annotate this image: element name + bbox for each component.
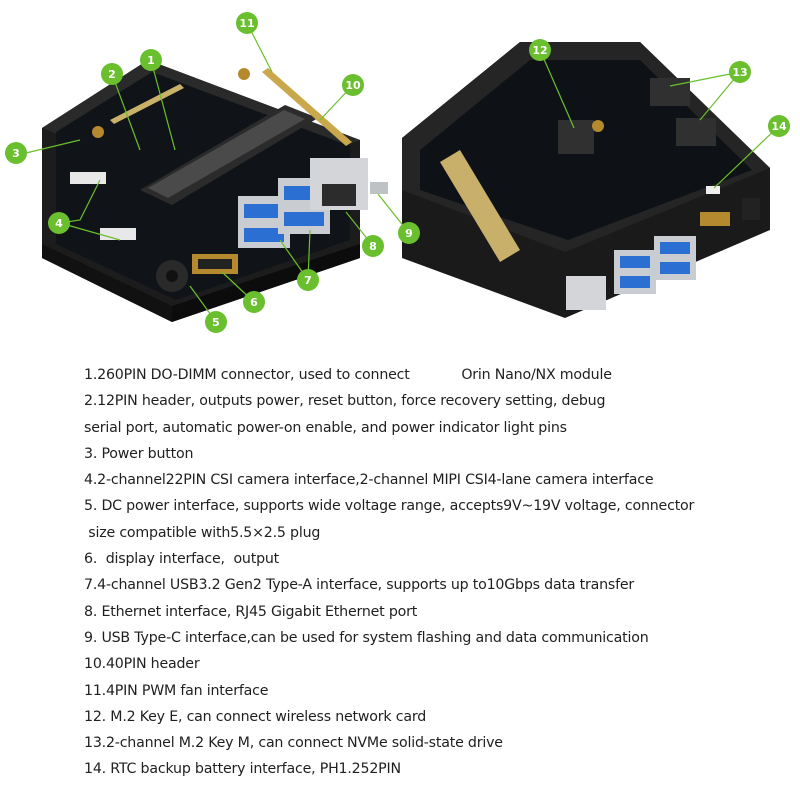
callout-5: 5 xyxy=(205,311,227,333)
callout-13: 13 xyxy=(729,61,751,83)
callout-11: 11 xyxy=(236,12,258,34)
spec-line-11: 11.4PIN PWM fan interface xyxy=(84,682,269,699)
spec-line-6: 6. display interface, output xyxy=(84,551,280,568)
svg-text:7: 7 xyxy=(304,274,312,287)
callout-12: 12 xyxy=(529,39,551,61)
svg-text:14: 14 xyxy=(771,120,787,133)
spec-line-13: 13.2-channel M.2 Key M, can connect NVMe… xyxy=(84,735,503,752)
spec-line-9: 9. USB Type-C interface,can be used for … xyxy=(84,629,649,646)
spec-line-4: 4.2-channel22PIN CSI camera interface,2-… xyxy=(84,472,654,489)
callout-14: 14 xyxy=(768,115,790,137)
callout-9: 9 xyxy=(398,222,420,244)
spec-line-1: 1.260PIN DO-DIMM connector, used to conn… xyxy=(84,367,612,383)
svg-text:11: 11 xyxy=(239,17,254,30)
spec-line-5: 5. DC power interface, supports wide vol… xyxy=(84,498,695,515)
spec-line-3: 3. Power button xyxy=(84,445,194,462)
callout-1: 1 xyxy=(140,49,162,71)
svg-text:2: 2 xyxy=(108,68,116,81)
spec-line-14: 14. RTC backup battery interface, PH1.25… xyxy=(84,761,401,778)
svg-text:1: 1 xyxy=(147,54,155,67)
svg-text:9: 9 xyxy=(405,227,413,240)
spec-line-2: 2.12PIN header, outputs power, reset but… xyxy=(84,393,606,410)
svg-text:12: 12 xyxy=(532,44,547,57)
board-bottom-view xyxy=(402,42,770,318)
svg-text:3: 3 xyxy=(12,147,20,160)
callout-2: 2 xyxy=(101,63,123,85)
spec-line-7: 7.4-channel USB3.2 Gen2 Type-A interface… xyxy=(84,577,635,594)
spec-line-10: 10.40PIN header xyxy=(84,656,200,673)
board-top-view xyxy=(42,60,388,322)
svg-text:13: 13 xyxy=(732,66,747,79)
svg-text:6: 6 xyxy=(250,296,258,309)
spec-line-8: 8. Ethernet interface, RJ45 Gigabit Ethe… xyxy=(84,603,418,620)
svg-text:10: 10 xyxy=(345,79,361,92)
product-figure: 1 2 3 4 5 6 7 8 9 10 11 12 13 14 xyxy=(0,0,800,350)
svg-text:8: 8 xyxy=(369,240,377,253)
svg-text:4: 4 xyxy=(55,217,63,230)
callout-6: 6 xyxy=(243,291,265,313)
spec-line-2-cont: serial port, automatic power-on enable, … xyxy=(84,419,567,436)
callout-7: 7 xyxy=(297,269,319,291)
svg-text:5: 5 xyxy=(212,316,220,329)
spec-line-5-cont: size compatible with5.5×2.5 plug xyxy=(84,524,321,541)
callout-4: 4 xyxy=(48,212,70,234)
spec-line-12: 12. M.2 Key E, can connect wireless netw… xyxy=(84,708,427,725)
callout-10: 10 xyxy=(342,74,364,96)
callout-3: 3 xyxy=(5,142,27,164)
callout-8: 8 xyxy=(362,235,384,257)
spec-list: 1.260PIN DO-DIMM connector, used to conn… xyxy=(84,362,784,783)
